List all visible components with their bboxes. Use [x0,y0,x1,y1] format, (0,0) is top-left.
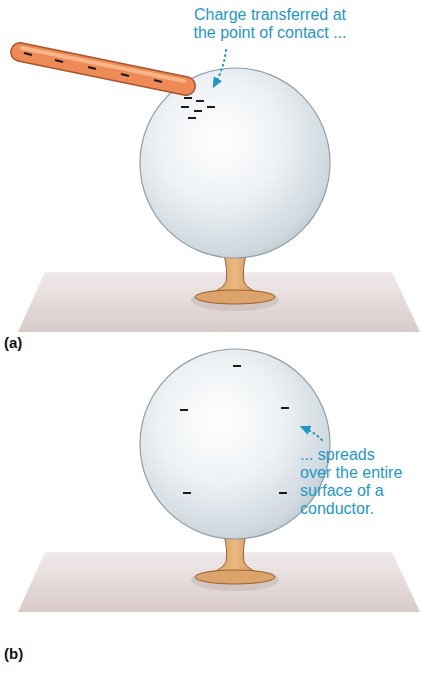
base-shadow [191,289,279,311]
panel-label: (a) [4,334,44,352]
panel-a-art [18,48,420,332]
conductor-sphere [140,68,330,258]
charge-signs [181,98,215,118]
leader-arrow [215,50,226,84]
ground [18,552,420,612]
panel-b-art [18,349,420,612]
leader-arrow [304,428,322,440]
ground [18,272,420,332]
callout-text: Charge transferred at the point of conta… [186,6,354,42]
stand-base [195,290,275,304]
callout-text: ... spreads over the entire surface of a… [300,446,406,518]
charge-signs [180,366,289,493]
stand-base [195,570,275,584]
panel-label: (b) [4,645,44,663]
charged-rod [20,48,186,86]
base-shadow [191,569,279,591]
